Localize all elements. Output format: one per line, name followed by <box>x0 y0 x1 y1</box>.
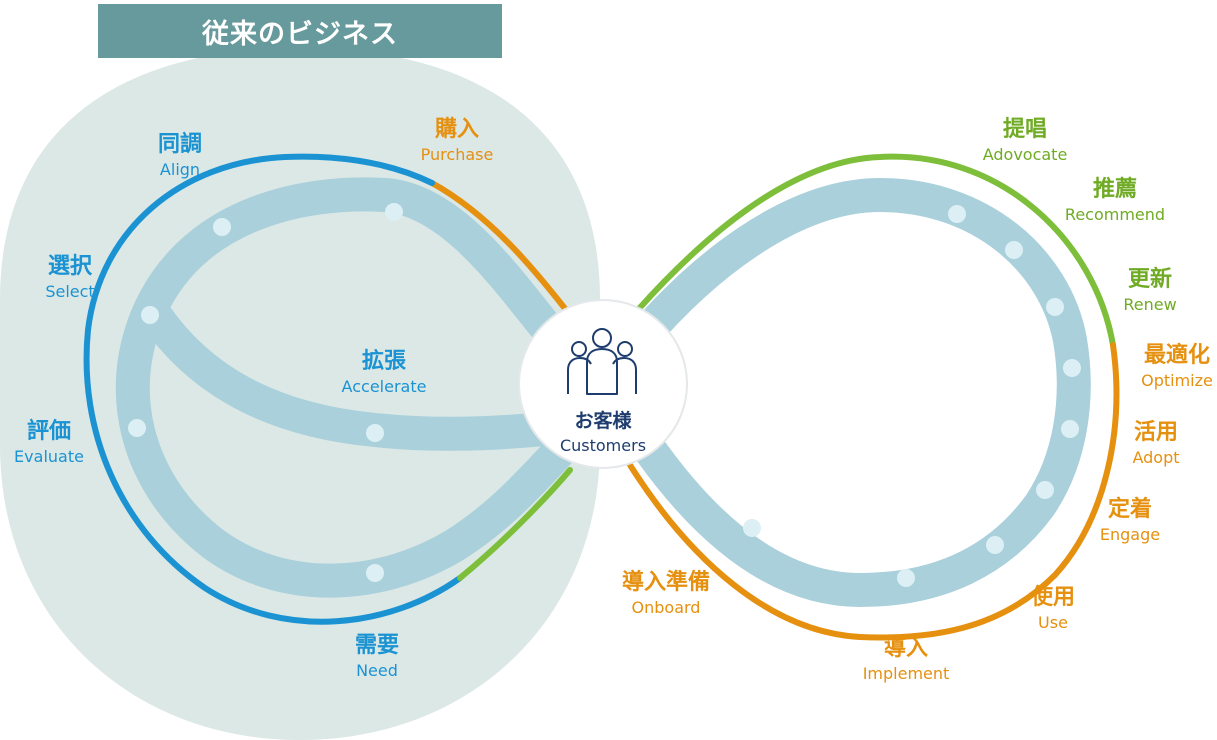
stage-accelerate-en: Accelerate <box>341 377 427 396</box>
track-dot <box>986 536 1004 554</box>
stage-implement-jp: 導入 <box>883 636 928 661</box>
stage-recommend-en: Recommend <box>1064 205 1166 224</box>
stage-need-en: Need <box>356 661 398 680</box>
arc-advocate-renew-green <box>633 153 1116 348</box>
stage-recommend: 推薦 Recommend <box>1065 179 1165 223</box>
track-dot <box>1005 241 1023 259</box>
track-dot <box>743 519 761 537</box>
stage-adopt-jp: 活用 <box>1133 420 1179 445</box>
stage-engage-jp: 定着 <box>1107 497 1152 522</box>
track-dot <box>128 419 146 437</box>
arc-traditional-blue <box>83 153 463 625</box>
track-dot <box>213 218 231 236</box>
stage-select-en: Select <box>45 282 95 301</box>
track-dot <box>1036 481 1054 499</box>
stage-optimize-jp: 最適化 <box>1143 343 1210 368</box>
stage-evaluate: 評価 Evaluate <box>14 421 84 465</box>
inner-track-left-loop <box>115 177 597 598</box>
stage-engage: 定着 Engage <box>1100 499 1160 543</box>
stage-recommend-jp: 推薦 <box>1092 177 1138 202</box>
stage-renew-en: Renew <box>1123 295 1177 314</box>
track-dot <box>366 424 384 442</box>
stage-advocate-jp: 提唱 <box>1002 117 1047 142</box>
customers-circle <box>518 299 688 469</box>
traditional-business-header: 従来のビジネス <box>98 4 502 58</box>
stage-adopt: 活用 Adopt <box>1132 422 1179 466</box>
stage-implement: 導入 Implement <box>863 638 950 682</box>
track-dot <box>1061 420 1079 438</box>
stage-advocate-en: Adovocate <box>982 145 1068 164</box>
inner-track-right-loop <box>623 178 1091 607</box>
stage-evaluate-jp: 評価 <box>26 419 72 444</box>
stage-align-en: Align <box>159 160 201 179</box>
stage-evaluate-en: Evaluate <box>14 447 84 466</box>
track-dot <box>366 564 384 582</box>
track-dots <box>128 203 1081 587</box>
arc-purchase-orange <box>429 180 573 318</box>
stage-align: 同調 Align <box>158 134 202 178</box>
track-dot <box>897 569 915 587</box>
stage-align-jp: 同調 <box>157 132 203 157</box>
stage-implement-en: Implement <box>862 664 950 683</box>
customers-label-jp: お客様 <box>574 410 632 432</box>
stage-onboard-jp: 導入準備 <box>621 570 711 595</box>
stage-renew-jp: 更新 <box>1127 267 1172 292</box>
stage-onboard-en: Onboard <box>631 598 701 617</box>
stage-purchase-en: Purchase <box>420 145 494 164</box>
stage-engage-en: Engage <box>1099 525 1161 544</box>
stage-select: 選択 Select <box>45 256 94 300</box>
stage-select-jp: 選択 <box>47 254 93 279</box>
stage-onboard: 導入準備 Onboard <box>622 572 710 616</box>
stage-advocate: 提唱 Adovocate <box>983 119 1068 163</box>
stage-purchase-jp: 購入 <box>434 117 479 142</box>
track-dot <box>1046 298 1064 316</box>
stage-adopt-en: Adopt <box>1132 448 1180 467</box>
journey-arcs <box>83 153 1120 641</box>
track-dot <box>385 203 403 221</box>
track-dot <box>141 306 159 324</box>
stage-use: 使用 Use <box>1031 587 1075 631</box>
stage-renew: 更新 Renew <box>1123 269 1176 313</box>
arc-optimize-onboard-orange <box>627 342 1120 641</box>
stage-accelerate: 拡張 Accelerate <box>342 351 427 395</box>
customers-icon <box>567 328 637 395</box>
stage-accelerate-jp: 拡張 <box>361 349 407 374</box>
stage-optimize-en: Optimize <box>1141 371 1213 390</box>
stage-need: 需要 Need <box>355 635 399 679</box>
stage-use-jp: 使用 <box>1030 585 1076 610</box>
stage-purchase: 購入 Purchase <box>421 119 494 163</box>
stage-use-en: Use <box>1038 613 1068 632</box>
track-dot <box>1063 359 1081 377</box>
customers-label-en: Customers <box>559 436 647 455</box>
arc-need-green <box>457 467 573 581</box>
stage-need-jp: 需要 <box>354 633 400 658</box>
track-dot <box>948 205 966 223</box>
stage-optimize: 最適化 Optimize <box>1141 345 1213 389</box>
